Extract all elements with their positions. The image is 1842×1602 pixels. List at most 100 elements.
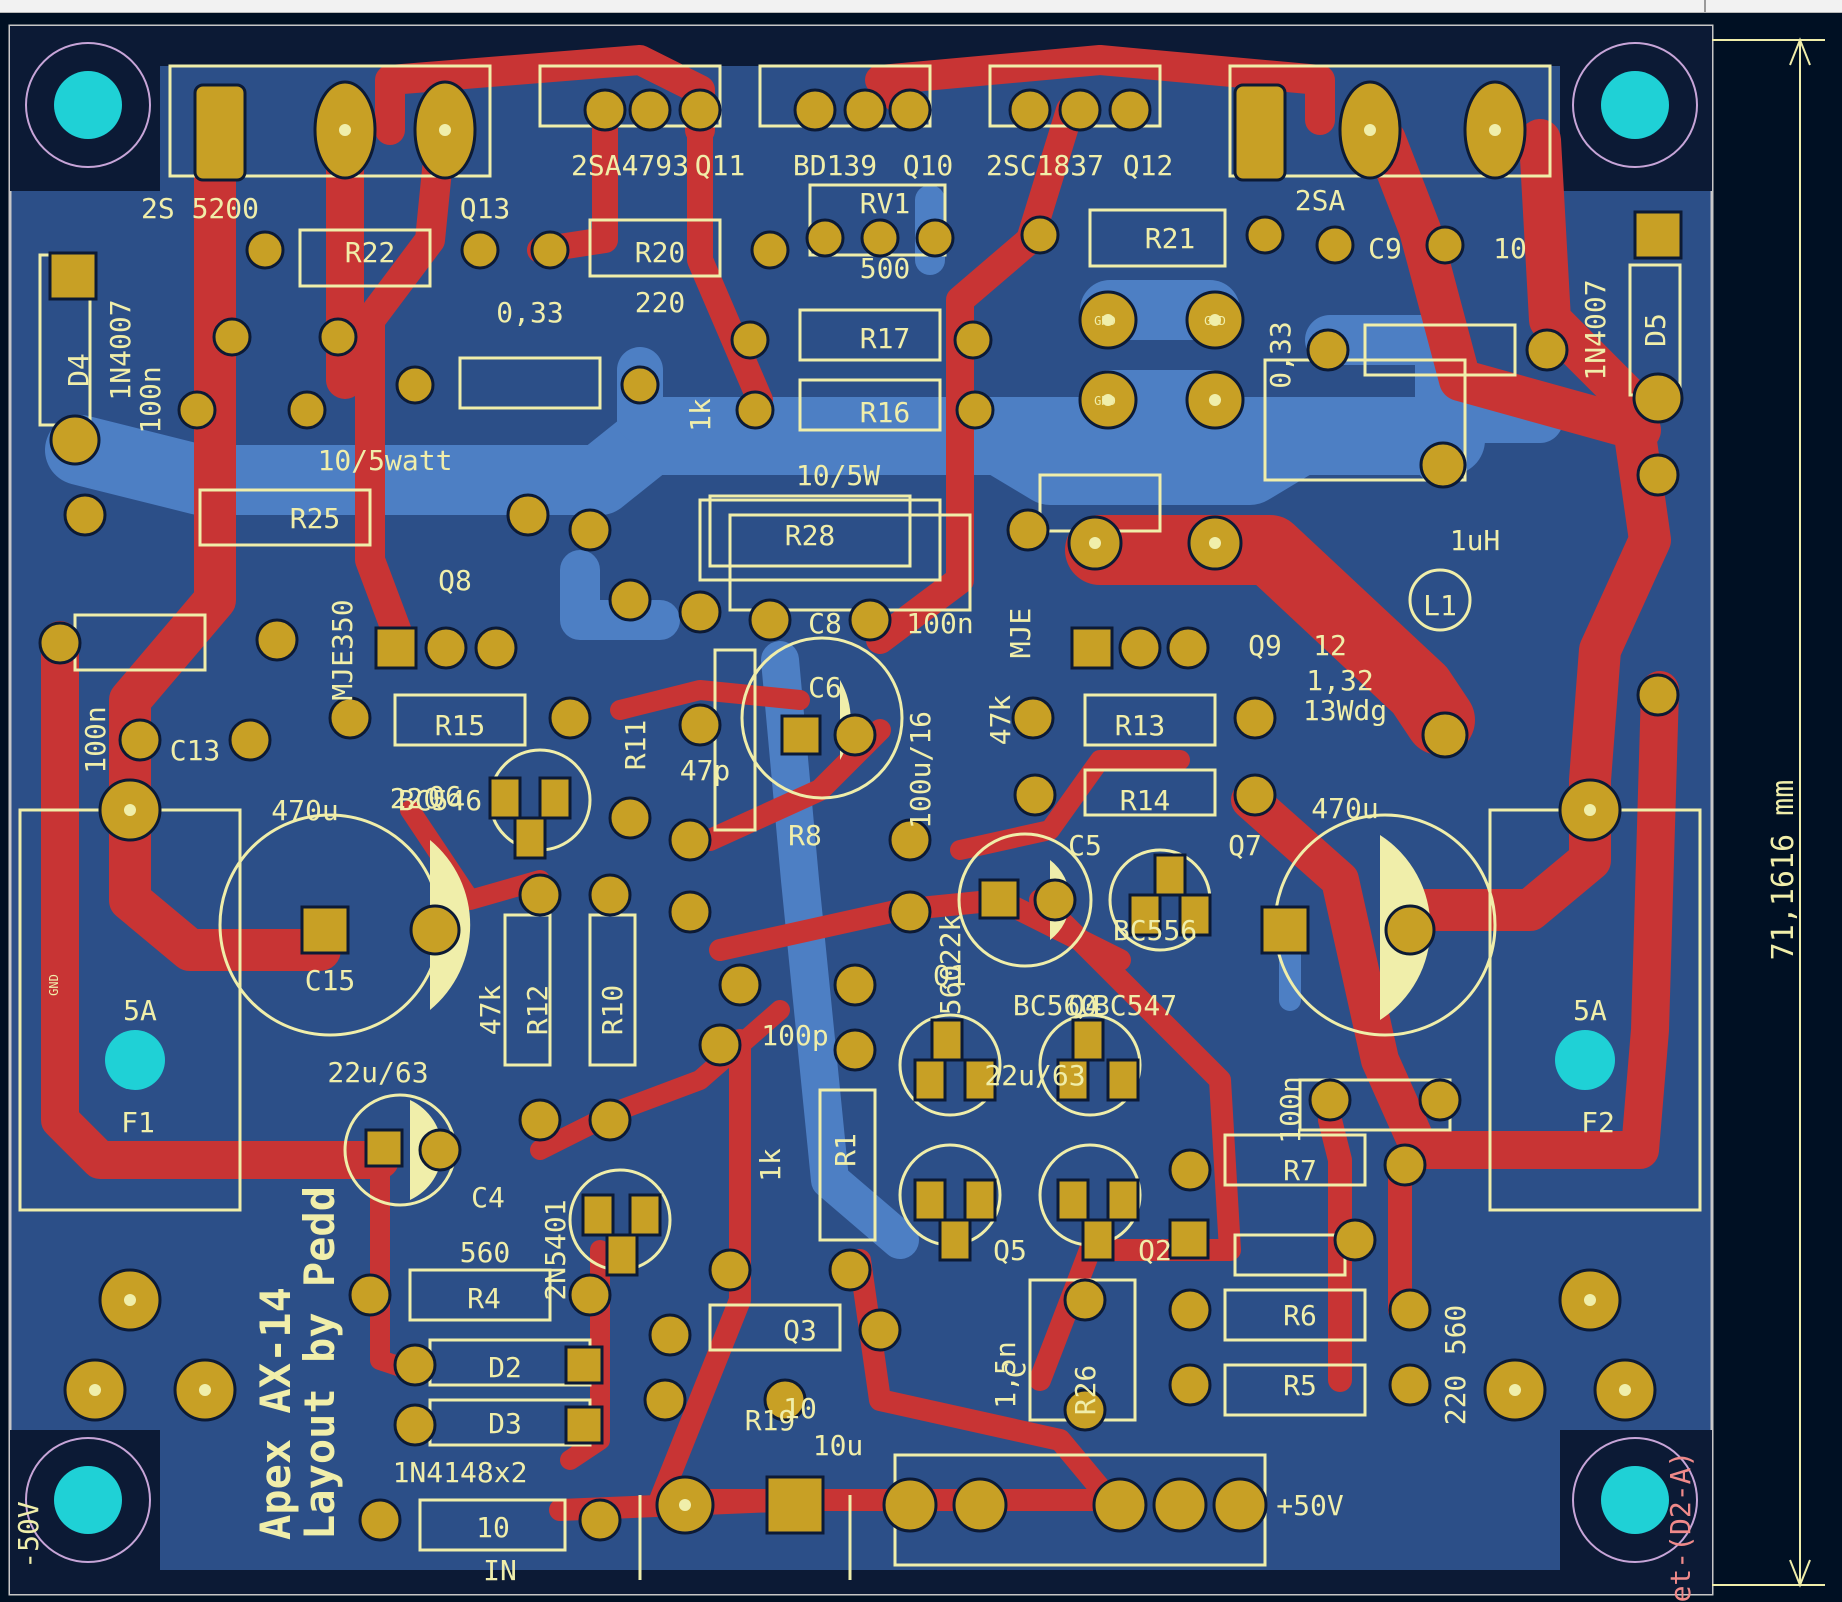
silkscreen-label: 10u [813, 1429, 864, 1462]
silkscreen-label: R13 [1115, 709, 1166, 742]
silkscreen-label: Q13 [460, 192, 511, 225]
silkscreen-label: R6 [1283, 1299, 1317, 1332]
silkscreen-label: 1,5n [989, 1341, 1022, 1408]
silkscreen-label: Q8 [438, 564, 472, 597]
silkscreen-label: BC556 [1113, 914, 1197, 947]
silkscreen-label: R12 [521, 985, 554, 1036]
silkscreen-label: Q10 [903, 149, 954, 182]
silkscreen-label: 47k [474, 985, 507, 1036]
silkscreen-label: C6 [808, 671, 842, 704]
silkscreen-label: C15 [305, 964, 356, 997]
silkscreen-label: C13 [170, 734, 221, 767]
silkscreen-label: 100n [906, 607, 973, 640]
silkscreen-label: 0,33 [496, 296, 563, 329]
front-copper-layer [41, 45, 1679, 1521]
silkscreen-label: 0,33 [1264, 321, 1297, 388]
silkscreen-label: Q6 [428, 780, 462, 813]
silkscreen-label: 100u/16 [904, 711, 937, 829]
silkscreen-label: 560 [1439, 1305, 1472, 1356]
silkscreen-label: C8 [808, 607, 842, 640]
board-title: Apex AX-14 Layout by Pedd [251, 1186, 344, 1540]
silkscreen-label: D3 [488, 1407, 522, 1440]
silkscreen-label: 220 [1439, 1375, 1472, 1426]
silkscreen-label: R16 [860, 396, 911, 429]
silkscreen-label: R4 [467, 1282, 501, 1315]
silkscreen-label: R20 [635, 236, 686, 269]
dimension-arrow-icon [1712, 37, 1825, 1588]
silkscreen-label: +50V [1276, 1489, 1344, 1522]
silkscreen-label: 10/5watt [318, 444, 453, 477]
silkscreen-label: R21 [1145, 222, 1196, 255]
silkscreen-label: 2N5401 [539, 1199, 572, 1300]
silkscreen-label: R28 [785, 519, 836, 552]
dimension-label: 71,1616 mm [1766, 780, 1801, 961]
silkscreen-label: R10 [596, 985, 629, 1036]
silkscreen-label: Net-(D2-A) [1664, 1451, 1697, 1602]
silkscreen-label: 2SA4793 [571, 149, 689, 182]
silkscreen-label: F1 [121, 1106, 155, 1139]
silkscreen-label: 470u [1311, 792, 1378, 825]
silkscreen-label: R15 [435, 709, 486, 742]
silkscreen-label: 1k [684, 398, 717, 432]
silkscreen-label: C9 [1368, 232, 1402, 265]
silkscreen-label: 560 [934, 965, 967, 1016]
silkscreen-label: GND [1204, 314, 1226, 328]
mounting-holes [25, 42, 1698, 1563]
silkscreen-label: 10/5W [796, 459, 880, 492]
silkscreen-label: -50V [12, 1501, 45, 1569]
silkscreen-label: 10 [1493, 232, 1527, 265]
silkscreen-label: R1 [829, 1133, 862, 1167]
silkscreen-label: GND [1094, 314, 1116, 328]
silkscreen-label: R22 [345, 236, 396, 269]
silkscreen-label: 500 [860, 252, 911, 285]
silkscreen-label: 47p [680, 754, 731, 787]
silkscreen-label: Q4 [1068, 989, 1102, 1022]
silkscreen-label: D2 [488, 1351, 522, 1384]
silkscreen-label: MJE [1004, 608, 1037, 659]
silkscreen-label: 560 [460, 1236, 511, 1269]
silkscreen-label: 1N4007 [1579, 279, 1612, 380]
silkscreen-label: 12 [1313, 629, 1347, 662]
silkscreen-label: 10 [783, 1392, 817, 1425]
silkscreen-label: BD139 [793, 149, 877, 182]
silkscreen-label: L1 [1423, 589, 1457, 622]
silkscreen-label: R25 [290, 502, 341, 535]
silkscreen-label: 22u/63 [327, 1056, 428, 1089]
silkscreen-label: R14 [1120, 784, 1171, 817]
silkscreen-label: 5A [1573, 994, 1607, 1027]
silkscreen-label: R7 [1283, 1154, 1317, 1187]
silkscreen-label: 470u [271, 794, 338, 827]
silkscreen-label: 1uH [1450, 524, 1501, 557]
silkscreen-label: BC546 [398, 784, 482, 817]
silkscreen-label: 100p [761, 1019, 828, 1052]
silkscreen-label: BC547 [1093, 989, 1177, 1022]
silkscreen-label: R17 [860, 322, 911, 355]
silkscreen-label: 100n [79, 706, 112, 773]
silkscreen-label: Q3 [783, 1314, 817, 1347]
silkscreen-label: C [999, 1362, 1032, 1379]
board-title-line2: Layout by Pedd [295, 1186, 344, 1540]
silkscreen-label: IN [483, 1554, 517, 1587]
silkscreen-label: 2SC1837 [986, 149, 1104, 182]
silkscreen-label: GND [1094, 394, 1116, 408]
silkscreen-label: R11 [619, 720, 652, 771]
silkscreen-label: 220 [635, 286, 686, 319]
silkscreen-label: 10 [476, 1511, 510, 1544]
silkscreen-label: Q12 [1123, 149, 1174, 182]
silkscreen-label: RV1 [860, 187, 911, 220]
silkscreen-label: D5 [1639, 313, 1672, 347]
board-title-line1: Apex AX-14 [251, 1287, 300, 1540]
silkscreen-label: MJE350 [326, 599, 359, 700]
silkscreen-label: F2 [1581, 1106, 1615, 1139]
silkscreen-label: Q7 [1228, 829, 1262, 862]
silkscreen-label: 220 [390, 782, 441, 815]
silkscreen-label: 2S 5200 [141, 192, 259, 225]
silkscreen-label: 100n [1274, 1076, 1307, 1143]
silkscreen-label: R19 [745, 1404, 796, 1437]
toolbar-separator [1704, 0, 1706, 12]
silkscreen-label: 47k [984, 695, 1017, 746]
silkscreen-label: Q9 [1248, 629, 1282, 662]
